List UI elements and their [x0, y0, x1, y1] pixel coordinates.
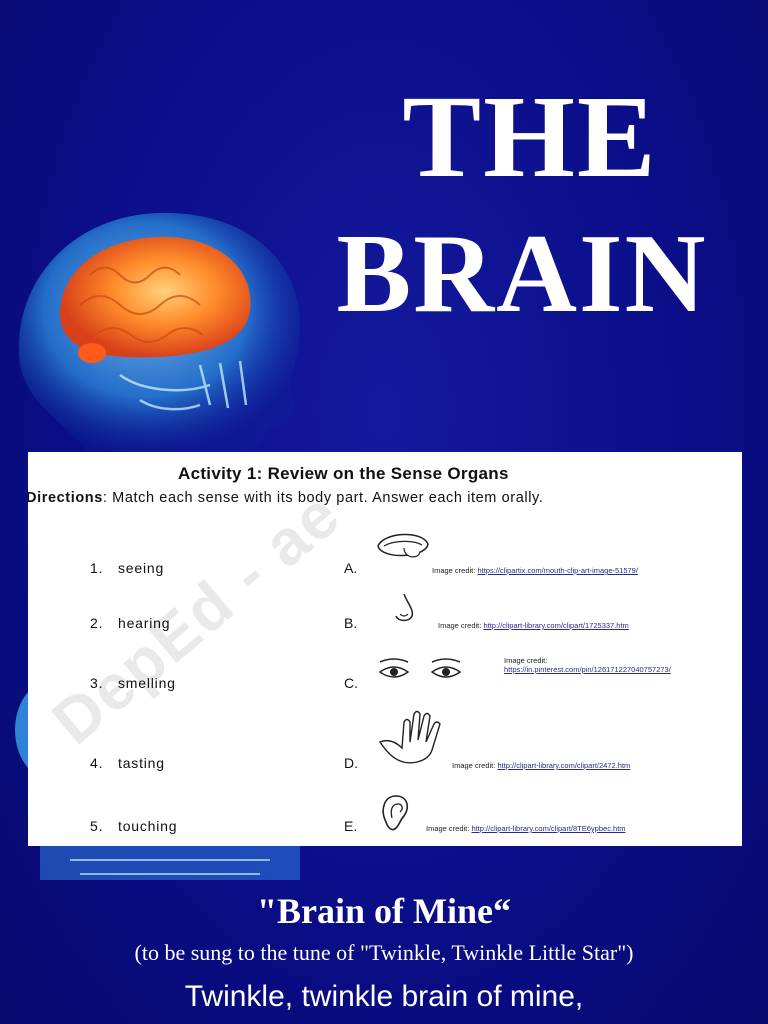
option-letter: C.: [344, 675, 358, 691]
image-credit-link[interactable]: http://clipart-library.com/clipart/8TE6y…: [471, 824, 626, 833]
image-credit-link[interactable]: http://clipart-library.com/clipart/17253…: [483, 621, 629, 630]
image-credit-label: Image credit:: [432, 566, 476, 575]
image-credit-label: Image credit:: [504, 656, 548, 665]
mouth-icon: [377, 533, 429, 558]
page-title-line-2: BRAIN: [336, 212, 708, 336]
list-item: 5. touching: [90, 818, 177, 834]
directions: Directions: Match each sense with its bo…: [28, 490, 543, 506]
song-subtitle: (to be sung to the tune of "Twinkle, Twi…: [134, 940, 634, 965]
item-label: hearing: [118, 615, 171, 631]
image-credit-label: Image credit:: [426, 824, 470, 833]
brain-xray-icon: [18, 212, 301, 455]
list-item: 4. tasting: [90, 755, 165, 771]
directions-text: : Match each sense with its body part. A…: [102, 490, 544, 506]
image-credit-link[interactable]: https://clipartix.com/mouth-clip-art-ima…: [477, 566, 638, 575]
nose-icon: [395, 593, 414, 622]
list-item: 1. seeing: [90, 560, 164, 576]
image-credit-link[interactable]: https://in.pinterest.com/pin/12617122704…: [504, 665, 671, 674]
option-letter: D.: [344, 755, 358, 771]
image-credit-label: Image credit:: [452, 761, 496, 770]
image-credit: Image credit: http://clipart-library.com…: [438, 621, 629, 630]
item-label: tasting: [118, 755, 165, 771]
list-item: 2. hearing: [90, 615, 170, 631]
item-number: 2.: [90, 615, 104, 631]
image-credit-link[interactable]: http://clipart-library.com/clipart/2472.…: [497, 761, 631, 770]
list-item: 3. smelling: [90, 675, 176, 691]
image-credit: Image credit: https://clipartix.com/mout…: [432, 566, 638, 575]
item-number: 1.: [90, 560, 104, 576]
option-letter: E.: [344, 818, 358, 834]
item-number: 4.: [90, 755, 104, 771]
item-label: touching: [118, 818, 178, 834]
image-credit: Image credit: http://clipart-library.com…: [426, 824, 626, 833]
ear-icon: [382, 795, 409, 831]
song-title: "Brain of Mine“: [257, 891, 511, 931]
item-label: smelling: [118, 675, 176, 691]
watermark: DepEd - ae: [38, 477, 354, 758]
image-credit-label: Image credit:: [438, 621, 482, 630]
brain-xray-fragment: [40, 840, 300, 880]
eyes-icon: [378, 658, 462, 678]
hand-icon: [378, 710, 441, 764]
activity-heading: Activity 1: Review on the Sense Organs: [178, 464, 509, 483]
item-label: seeing: [118, 560, 165, 576]
brain-xray-fragment: [15, 690, 30, 770]
page-title-line-1: THE: [402, 71, 658, 202]
activity-worksheet: DepEd - ae Activity 1: Review on the Sen…: [28, 452, 742, 846]
image-credit: Image credit: http://clipart-library.com…: [452, 761, 630, 770]
image-credit: Image credit:https://in.pinterest.com/pi…: [504, 656, 671, 674]
item-number: 5.: [90, 818, 104, 834]
item-number: 3.: [90, 675, 104, 691]
option-letter: A.: [344, 560, 358, 576]
song-lyric-line: Twinkle, twinkle brain of mine,: [184, 980, 584, 1013]
directions-label: Directions: [28, 490, 103, 506]
option-letter: B.: [344, 615, 358, 631]
